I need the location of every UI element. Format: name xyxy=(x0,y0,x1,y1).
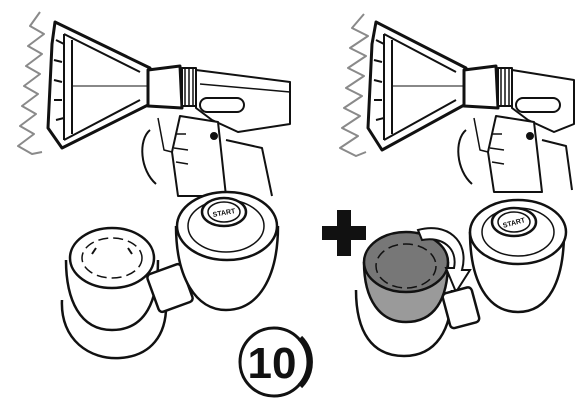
rotate-arrow-icon xyxy=(416,227,472,295)
control-buttons-right: START xyxy=(354,198,568,358)
heat-wave-icon xyxy=(339,13,369,157)
stop-button-pressed xyxy=(362,230,450,294)
step-number: 10 xyxy=(248,339,297,388)
control-buttons-left: START xyxy=(60,190,280,360)
heat-gun-right xyxy=(339,13,575,193)
plus-icon xyxy=(322,210,366,256)
heat-gun-left xyxy=(17,11,291,197)
start-label: START xyxy=(212,208,236,219)
heat-wave-icon xyxy=(17,11,45,155)
step-number-badge: 10 xyxy=(238,326,313,398)
